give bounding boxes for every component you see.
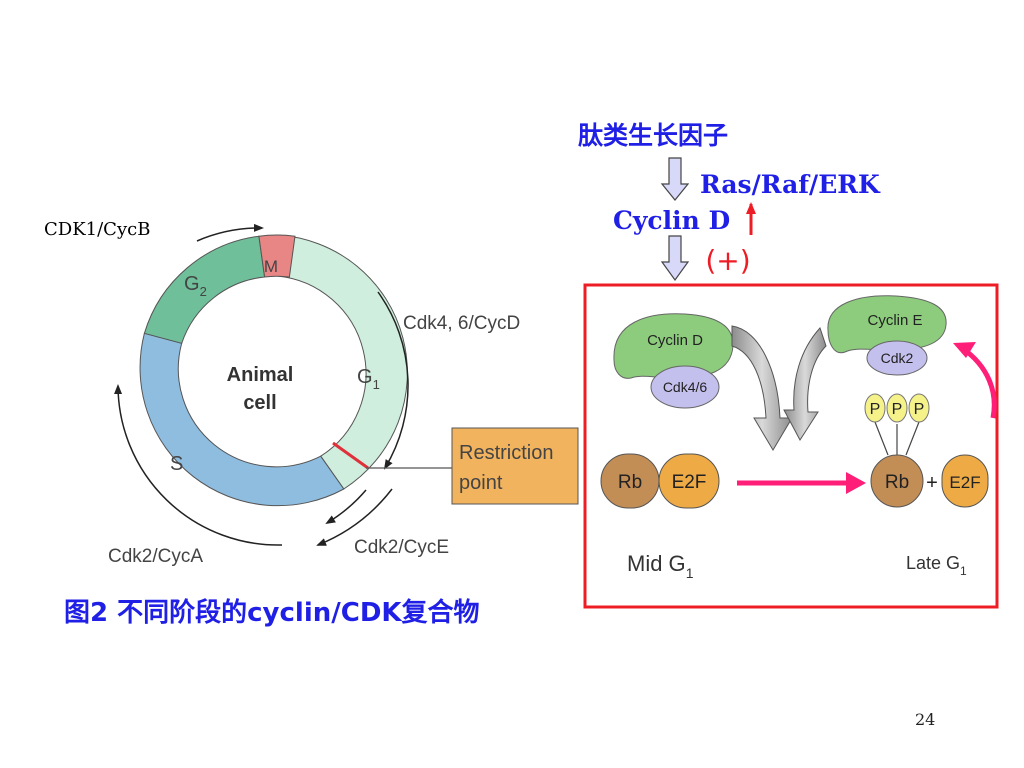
rb-late-label: Rb: [885, 472, 909, 493]
phosphate-2: [886, 393, 908, 423]
phase-g1-label: G1: [357, 366, 380, 392]
gray-arrow-right: [783, 327, 827, 441]
arrow-cdk1-cycb: [196, 223, 264, 242]
plus-late-label: +: [926, 472, 938, 494]
rb-e2f-panel: Cyclin D Cdk4/6 Cyclin E Cdk2 P P P Rb E…: [583, 283, 999, 609]
gray-arrow-left: [731, 325, 793, 451]
restriction-line1: Restriction: [459, 442, 553, 464]
cdk46-cycd-label: Cdk4, 6/CycD: [403, 313, 520, 334]
phosphate-3-label: P: [914, 401, 925, 418]
cyclin-d-shape: [613, 313, 734, 379]
plus-sign: (+): [705, 244, 750, 277]
cdk46-shape: [650, 365, 720, 409]
phase-s-label: S: [170, 453, 183, 475]
phos-line-3: [905, 421, 920, 456]
e2f-mid-label: E2F: [672, 472, 707, 493]
cyclin-e-shape: [827, 295, 947, 354]
cdk2-panel-label: Cdk2: [881, 350, 914, 366]
growth-factor-label: 肽类生长因子: [578, 121, 728, 150]
rb-mid-label: Rb: [618, 472, 642, 493]
cyclin-e-panel-label: Cyclin E: [867, 312, 922, 329]
figure-caption: 图2 不同阶段的cyclin/CDK复合物: [64, 597, 480, 628]
cycle-center-line1: Animal: [227, 364, 294, 386]
phosphate-1: [864, 393, 886, 423]
cdk46-panel-label: Cdk4/6: [663, 379, 708, 395]
mid-g1-label: Mid G1: [627, 551, 694, 581]
e2f-late-label: E2F: [949, 473, 980, 492]
cdk2-shape: [866, 340, 928, 376]
phase-g2-label: G2: [184, 273, 207, 299]
e2f-late-shape: [941, 454, 989, 508]
down-arrow-2: [660, 235, 690, 282]
cdk2-cyce-label: Cdk2/CycE: [354, 537, 449, 558]
phase-m-segment: [258, 234, 296, 278]
arrow-cdk2-cyce-inner: [325, 489, 367, 525]
ras-raf-erk-label: Ras/Raf/ERK: [700, 170, 881, 199]
late-g1-label: Late G1: [906, 553, 967, 578]
phos-line-1: [874, 421, 889, 456]
phase-g1-segment: [276, 234, 408, 490]
cyclin-d-panel-label: Cyclin D: [647, 332, 703, 349]
phosphate-2-label: P: [892, 401, 903, 418]
phosphate-3: [908, 393, 930, 423]
arrow-cdk2-cyca: [114, 384, 283, 546]
cdk1-cycb-label: CDK1/CycB: [44, 219, 150, 240]
cyclin-d-pathway-label: Cyclin D: [613, 206, 730, 235]
down-arrow-1: [660, 157, 690, 201]
magenta-curved-arrow: [960, 345, 997, 419]
phosphate-1-label: P: [870, 401, 881, 418]
restriction-point-box: [451, 427, 579, 505]
phase-m-label: M: [264, 257, 278, 276]
magenta-transition-arrowhead: [846, 472, 866, 494]
phase-s-segment: [139, 332, 345, 507]
cell-cycle-diagram: M G2 G1 S Animal cell Cdk4, 6/CycD Cdk2/…: [108, 223, 579, 567]
magenta-curved-arrowhead: [953, 342, 976, 358]
cycle-center-line2: cell: [243, 392, 276, 414]
rb-late-shape: [870, 454, 924, 508]
signal-pathway: 肽类生长因子 Ras/Raf/ERK Cyclin D (+): [578, 121, 881, 282]
restriction-line2: point: [459, 472, 503, 494]
arrow-cdk46-cycd: [377, 291, 409, 470]
cdk2-cyca-label: Cdk2/CycA: [108, 546, 203, 567]
page-number: 24: [915, 710, 935, 729]
arrow-cdk2-cyce-outer: [316, 488, 393, 546]
e2f-mid-shape: [658, 453, 720, 509]
restriction-point-mark: [332, 441, 369, 470]
